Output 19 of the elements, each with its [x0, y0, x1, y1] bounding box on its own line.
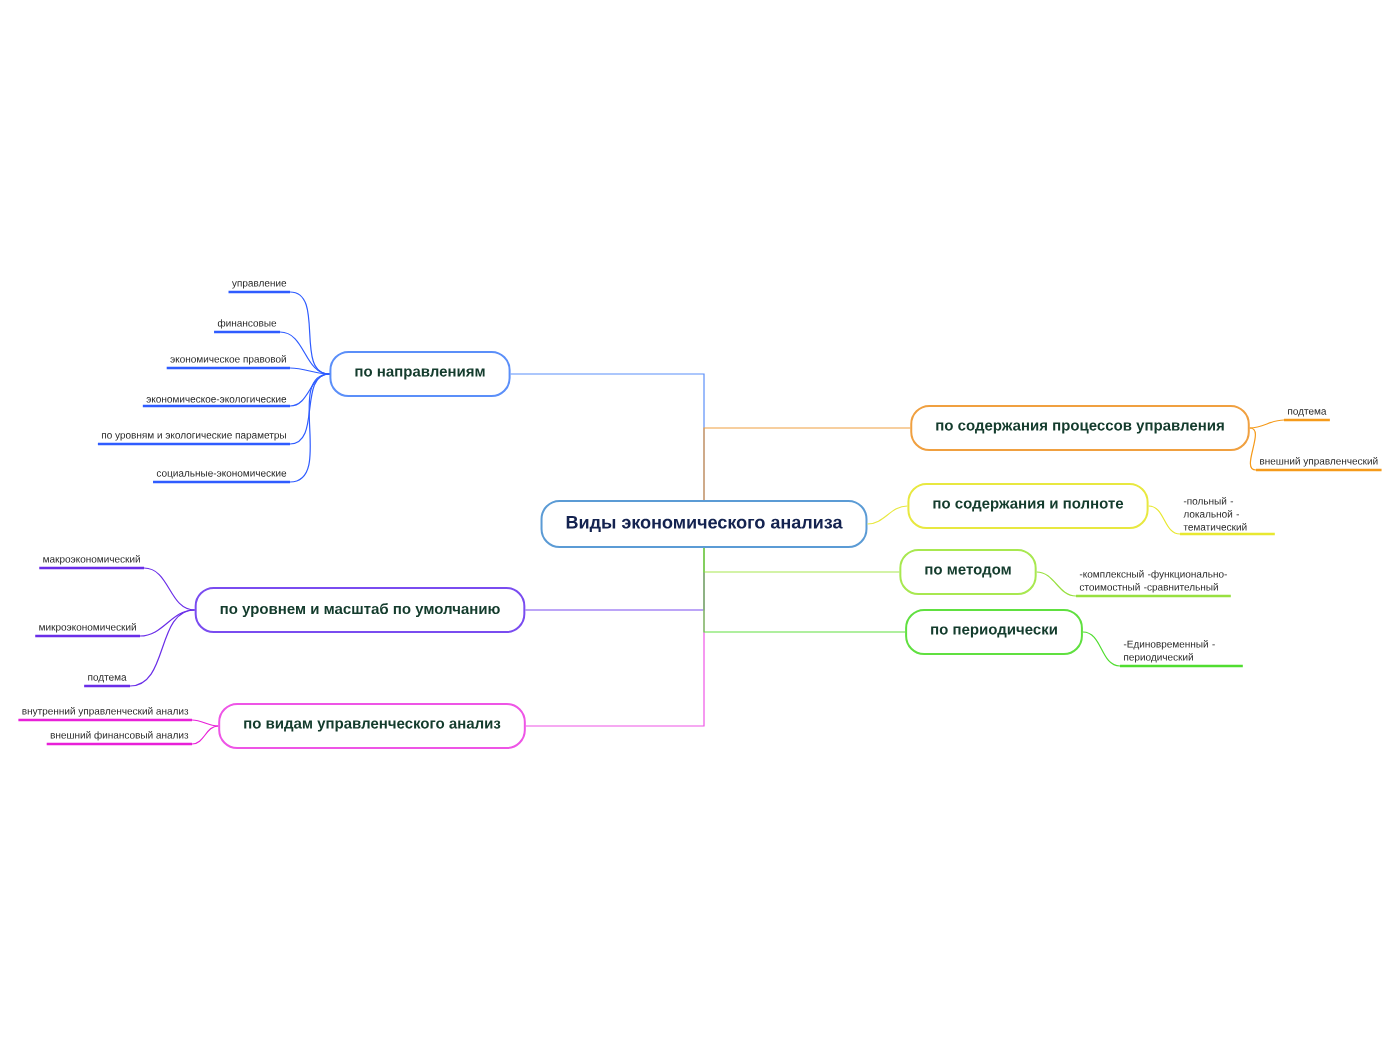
- connector-line: [139, 609, 196, 637]
- connector-line: [1249, 419, 1285, 429]
- central-topic-box: Виды экономического анализа: [540, 500, 868, 548]
- connector-line: [191, 725, 219, 745]
- connector-line: [289, 373, 330, 407]
- connector-line: [1249, 427, 1257, 471]
- connector-line: [289, 373, 330, 483]
- connector-line: [703, 427, 911, 501]
- connector-line: [279, 331, 330, 375]
- connector-line: [1036, 571, 1077, 597]
- connector-line: [191, 719, 219, 727]
- connector-line: [289, 367, 330, 375]
- connector-line: [289, 373, 330, 445]
- connector-line: [143, 567, 196, 611]
- connector-line: [1082, 631, 1121, 667]
- connector-line: [1148, 505, 1181, 535]
- connector-line: [703, 547, 906, 633]
- connector-line: [866, 505, 908, 525]
- connector-line: [129, 609, 196, 687]
